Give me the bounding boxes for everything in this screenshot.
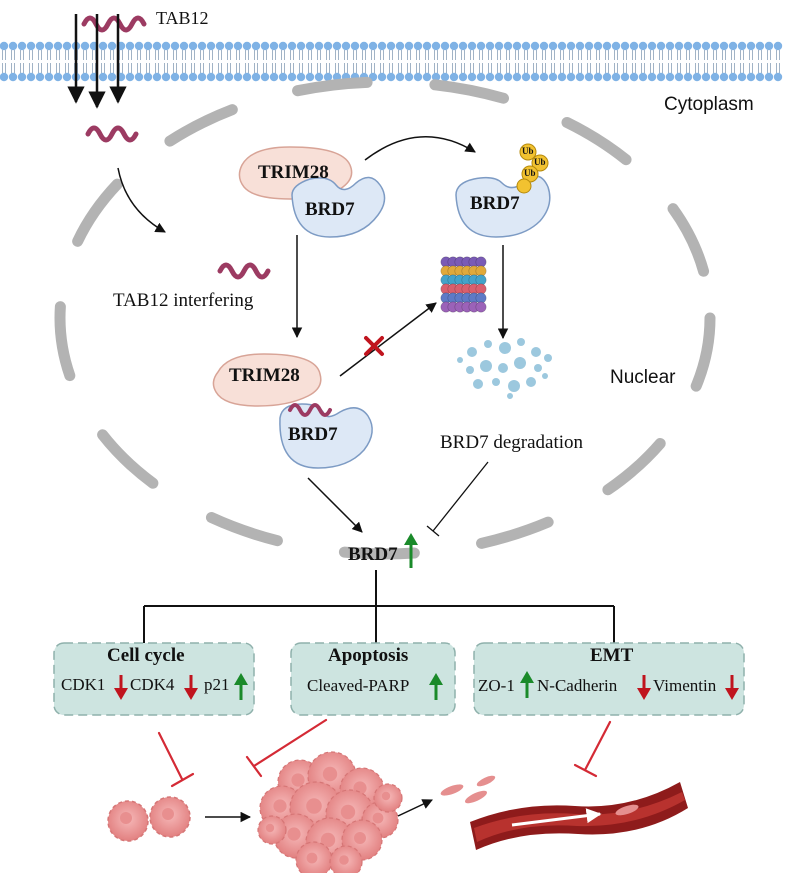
inhibition-icon <box>426 461 489 537</box>
proteasome-icon <box>440 256 487 313</box>
up-arrow-icon <box>429 673 443 700</box>
apoptosis-box <box>290 642 456 716</box>
brd7-label: BRD7 <box>288 424 338 445</box>
rna-icon <box>81 15 147 33</box>
inhibition-icon <box>157 731 195 788</box>
vimentin-label: Vimentin <box>653 676 717 695</box>
metastasis-arrow <box>397 799 433 817</box>
tumor-cell-icon <box>107 796 191 842</box>
degradation-fragments <box>457 338 552 399</box>
zo1-label: ZO-1 <box>478 676 515 695</box>
ub-label: Ub <box>522 146 534 156</box>
ubiquitination-arrow <box>364 136 476 161</box>
inhibition-icon <box>573 720 612 778</box>
blocked-arrow <box>339 302 437 377</box>
down-arrow-icon <box>725 675 739 700</box>
x-mark-icon <box>364 336 384 356</box>
brd7-ub-label: BRD7 <box>470 193 520 214</box>
rna-icon <box>217 262 271 280</box>
blood-vessel-icon <box>440 775 688 850</box>
apoptosis-title: Apoptosis <box>328 645 409 666</box>
up-arrow-icon <box>520 671 534 698</box>
rna-icon <box>85 125 139 143</box>
nuclear-envelope <box>54 76 716 560</box>
down-arrow-icon <box>184 675 198 700</box>
brd7-degradation-label: BRD7 degradation <box>440 432 584 453</box>
up-arrow-icon <box>404 533 418 568</box>
up-arrow-icon <box>234 673 248 700</box>
ub-label: Ub <box>524 168 536 178</box>
emt-title: EMT <box>590 645 634 666</box>
brd7-shape <box>279 403 373 469</box>
trim28-shape <box>212 353 322 407</box>
cleaved-parp-label: Cleaved-PARP <box>307 676 410 695</box>
brd7-shape <box>291 176 386 238</box>
inhibition-icon <box>245 718 328 778</box>
ub-label: Ub <box>534 157 546 167</box>
cell-cycle-box <box>53 642 255 716</box>
trim28-label: TRIM28 <box>258 162 329 183</box>
p21-label: p21 <box>204 675 230 694</box>
brd7-central-label: BRD7 <box>348 544 398 565</box>
nuclear-label: Nuclear <box>610 367 676 388</box>
cell-membrane <box>0 41 783 82</box>
tumor-mass-icon <box>257 751 403 878</box>
emt-box <box>473 642 745 716</box>
cdk1-label: CDK1 <box>61 675 106 694</box>
down-arrow-icon <box>637 675 651 700</box>
cytoplasm-label: Cytoplasm <box>664 94 754 115</box>
brd7-label: BRD7 <box>305 199 355 220</box>
upregulation-arrow <box>307 477 363 533</box>
cell-cycle-title: Cell cycle <box>107 645 185 666</box>
branch-connector <box>143 570 615 643</box>
trim28-label: TRIM28 <box>229 365 300 386</box>
rna-icon <box>288 403 332 417</box>
cdk4-label: CDK4 <box>130 675 175 694</box>
ubiquitin-icon <box>516 143 549 194</box>
tab12-interfering-label: TAB12 interfering <box>113 290 254 311</box>
tab12-label: TAB12 <box>156 8 209 28</box>
down-arrow-icon <box>114 675 128 700</box>
n-cadherin-label: N-Cadherin <box>537 676 618 695</box>
entry-arrow <box>117 167 166 233</box>
